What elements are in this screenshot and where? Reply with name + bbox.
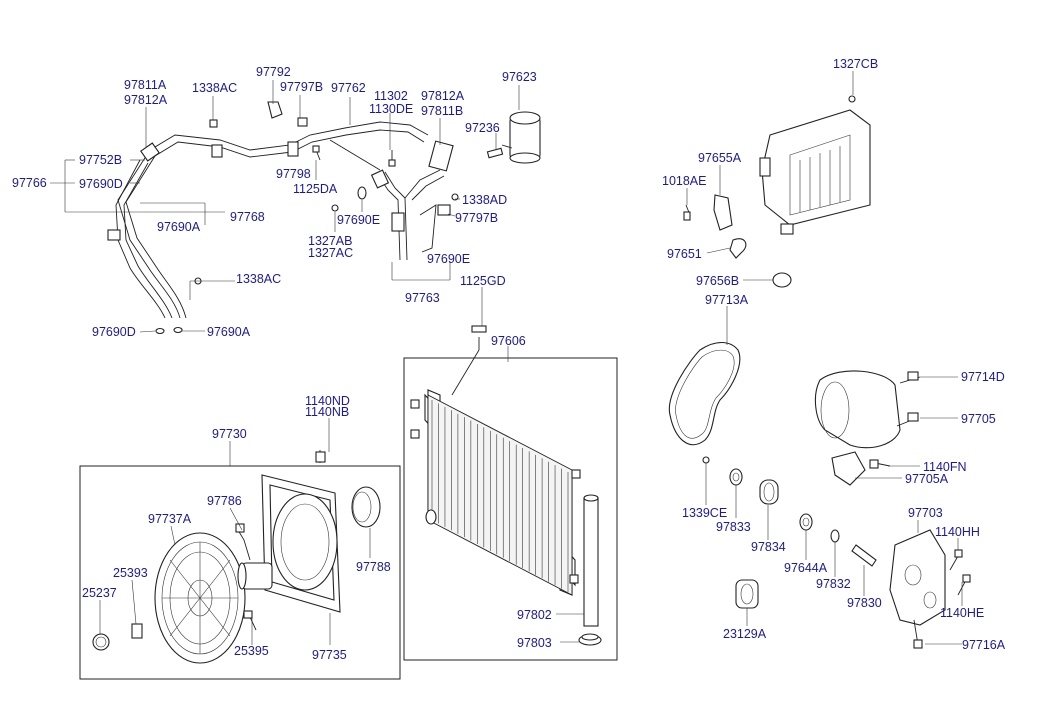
- compressor: [814, 370, 921, 449]
- label-97792[interactable]: 97792: [256, 65, 291, 79]
- leader-lines: [50, 71, 963, 645]
- label-97735[interactable]: 97735: [312, 648, 347, 662]
- label-1125DA[interactable]: 1125DA: [293, 182, 338, 196]
- label-1140ND[interactable]: 1140ND: [305, 394, 350, 408]
- label-1018AE[interactable]: 1018AE: [662, 174, 706, 188]
- label-97690A-bottom[interactable]: 97690A: [207, 325, 251, 339]
- label-97690D-bottom[interactable]: 97690D: [92, 325, 136, 339]
- label-1140HH[interactable]: 1140HH: [935, 525, 980, 539]
- label-1140FN[interactable]: 1140FN: [923, 460, 967, 474]
- idler-parts: [702, 456, 877, 609]
- label-97832[interactable]: 97832: [816, 577, 851, 591]
- ac-hose-lines: [107, 121, 454, 319]
- fan-motor-cap: [351, 486, 381, 528]
- label-1338AD[interactable]: 1338AD: [462, 193, 507, 207]
- label-97797B-top[interactable]: 97797B: [280, 80, 323, 94]
- label-97705A[interactable]: 97705A: [905, 472, 949, 486]
- label-1339CE[interactable]: 1339CE: [682, 506, 727, 520]
- mounting-bracket: [889, 529, 971, 649]
- label-11302[interactable]: 11302: [374, 89, 408, 103]
- label-97703[interactable]: 97703: [908, 506, 943, 520]
- drive-belt: [668, 341, 741, 446]
- label-97730[interactable]: 97730: [212, 427, 247, 441]
- label-97763[interactable]: 97763: [405, 291, 440, 305]
- label-97803[interactable]: 97803: [517, 636, 552, 650]
- label-97716A[interactable]: 97716A: [962, 638, 1006, 652]
- label-1338AC-bottom[interactable]: 1338AC: [236, 272, 281, 286]
- label-97833[interactable]: 97833: [716, 520, 751, 534]
- condenser-fins: [431, 400, 569, 592]
- part-labels: 97811A 97812A 1338AC 97792 97797B 97762 …: [12, 57, 1006, 662]
- label-97812A-right[interactable]: 97812A: [421, 89, 465, 103]
- fan-shroud: [261, 474, 341, 613]
- label-97690A-top[interactable]: 97690A: [157, 220, 201, 234]
- label-97786[interactable]: 97786: [207, 494, 242, 508]
- label-97236[interactable]: 97236: [465, 121, 500, 135]
- fan-motor: [235, 523, 273, 590]
- label-97834[interactable]: 97834: [751, 540, 786, 554]
- label-97737A[interactable]: 97737A: [148, 512, 192, 526]
- label-97811A[interactable]: 97811A: [124, 78, 167, 92]
- label-97651[interactable]: 97651: [667, 247, 702, 261]
- condenser-core: [424, 388, 576, 596]
- label-97656B[interactable]: 97656B: [696, 274, 739, 288]
- label-25395[interactable]: 25395: [234, 644, 269, 658]
- label-97797B-bottom[interactable]: 97797B: [455, 211, 498, 225]
- label-1140HE[interactable]: 1140HE: [940, 606, 984, 620]
- label-1327AC[interactable]: 1327AC: [308, 246, 353, 260]
- receiver-drier: [486, 111, 541, 164]
- label-1140NB[interactable]: 1140NB: [305, 405, 349, 419]
- condenser-group-box: [403, 357, 618, 661]
- label-97690E-top[interactable]: 97690E: [337, 213, 380, 227]
- label-97690E-bottom[interactable]: 97690E: [427, 252, 470, 266]
- evaporator-small-parts: [683, 194, 792, 288]
- label-1327CB[interactable]: 1327CB: [833, 57, 878, 71]
- label-97714D[interactable]: 97714D: [961, 370, 1005, 384]
- label-97623[interactable]: 97623: [502, 70, 537, 84]
- label-1338AC-top[interactable]: 1338AC: [192, 81, 237, 95]
- label-97766[interactable]: 97766: [12, 176, 47, 190]
- label-97752B[interactable]: 97752B: [79, 153, 122, 167]
- label-97713A[interactable]: 97713A: [705, 293, 749, 307]
- compressor-bracket-small: [831, 451, 891, 486]
- label-25237[interactable]: 25237: [82, 586, 117, 600]
- compressor-housing-unit: [759, 95, 871, 235]
- label-23129A[interactable]: 23129A: [723, 627, 767, 641]
- label-97802[interactable]: 97802: [517, 608, 552, 622]
- fan-blade: [154, 532, 246, 664]
- label-97830[interactable]: 97830: [847, 596, 882, 610]
- condenser-brackets: [410, 325, 581, 584]
- label-97655A[interactable]: 97655A: [698, 151, 742, 165]
- label-25393[interactable]: 25393: [113, 566, 148, 580]
- label-97644A[interactable]: 97644A: [784, 561, 828, 575]
- label-97762[interactable]: 97762: [331, 81, 366, 95]
- label-1130DE[interactable]: 1130DE: [369, 102, 413, 116]
- label-97798[interactable]: 97798: [276, 167, 311, 181]
- fan-small-parts: [92, 450, 326, 651]
- label-97768[interactable]: 97768: [230, 210, 265, 224]
- label-97788[interactable]: 97788: [356, 560, 391, 574]
- fan-shroud-group-box: [79, 465, 401, 680]
- label-97606[interactable]: 97606: [491, 334, 526, 348]
- label-97811B[interactable]: 97811B: [421, 104, 463, 118]
- top-left-fasteners: [155, 101, 459, 335]
- label-97705[interactable]: 97705: [961, 412, 996, 426]
- label-97812A-left[interactable]: 97812A: [124, 93, 168, 107]
- condenser-drier-tube: [578, 494, 602, 646]
- label-1125GD[interactable]: 1125GD: [460, 274, 506, 288]
- label-1327AB[interactable]: 1327AB: [308, 234, 352, 248]
- label-97690D-top[interactable]: 97690D: [79, 177, 123, 191]
